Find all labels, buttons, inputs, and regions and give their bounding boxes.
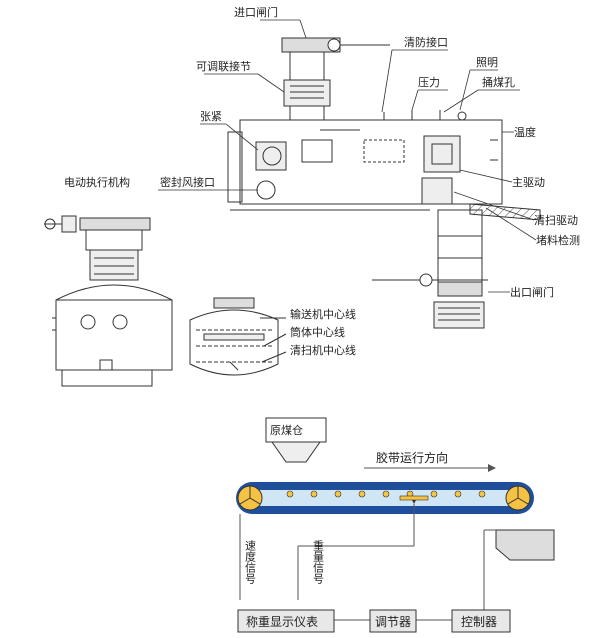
label-outlet-gate: 出口闸门	[510, 285, 554, 299]
weighing-idler	[399, 495, 429, 501]
inlet-gate-wheel	[327, 38, 341, 52]
label-sweeper-centerline: 清扫机中心线	[290, 343, 356, 357]
regulator-box	[369, 609, 417, 633]
label-electric-actuator: 电动执行机构	[64, 175, 130, 189]
signal-lines	[239, 504, 496, 621]
label-conveyor-centerline: 输送机中心线	[290, 307, 356, 321]
label-regulator: 调节器	[375, 615, 411, 629]
controller-box	[451, 609, 511, 633]
label-controller: 控制器	[461, 615, 497, 629]
actuator-handwheel	[44, 218, 56, 230]
sweep-drive-unit	[421, 177, 453, 205]
coal-bin	[265, 417, 327, 443]
label-display-instrument: 称重显示仪表	[246, 615, 318, 629]
outlet-chute	[437, 209, 483, 283]
label-cylinder-centerline: 筒体中心线	[290, 325, 345, 339]
feeder-side-view	[227, 37, 541, 329]
label-main-drive: 主驱动	[512, 176, 545, 189]
label-poke-hole: 捅煤孔	[482, 75, 515, 89]
label-speed-signal: 速度信号	[244, 540, 257, 585]
outlet-gate-body	[437, 281, 483, 297]
belt-schematic	[236, 417, 555, 621]
label-temperature: 温度	[514, 125, 536, 139]
label-sweep-drive: 清扫驱动	[534, 214, 578, 227]
idlers	[286, 490, 486, 498]
label-clean-port: 清防接口	[404, 35, 448, 49]
adjustable-joint	[283, 79, 331, 107]
label-coal-bin: 原煤仓	[270, 423, 303, 437]
display-instrument-box	[237, 609, 335, 633]
side-view-leaders	[158, 19, 537, 293]
feeder-body	[239, 119, 503, 205]
label-pressure: 压力	[418, 76, 440, 89]
label-lighting: 照明	[476, 56, 498, 69]
coal-bin-hopper	[271, 441, 321, 463]
feeder-end-view	[44, 215, 173, 387]
label-tension: 张紧	[200, 110, 222, 123]
label-adjustable-joint: 可调联接节	[196, 60, 251, 73]
label-blockage-detect: 堵料检测	[536, 233, 580, 247]
label-weight-signal: 重量信号	[312, 539, 325, 585]
feeder-cross-section	[189, 297, 287, 376]
main-drive-unit	[423, 135, 461, 173]
label-seal-air-port: 密封风接口	[160, 175, 215, 189]
discharge-hopper	[495, 529, 555, 561]
label-belt-direction: 胶带运行方向	[376, 450, 448, 465]
label-inlet-gate: 进口闸门	[234, 5, 278, 19]
floor-beam	[469, 203, 541, 221]
